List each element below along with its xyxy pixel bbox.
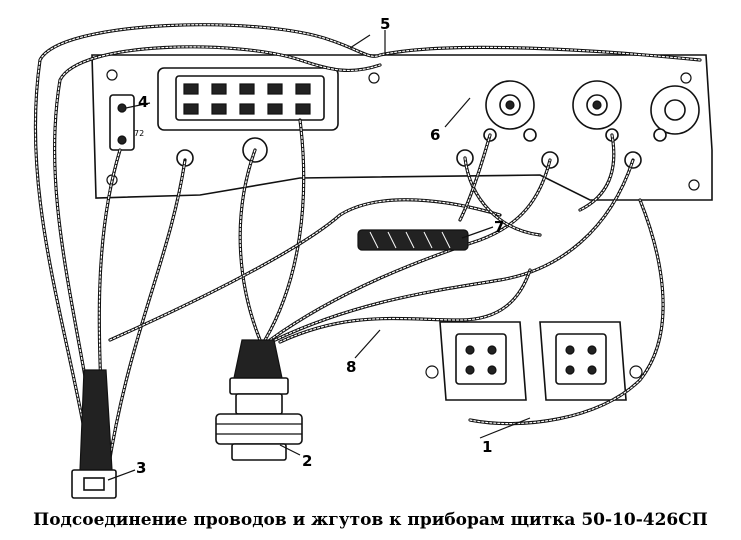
callout-6: 6	[430, 126, 440, 144]
callout-7: 7	[494, 218, 504, 236]
harness-end-terminal	[71, 369, 117, 499]
relay-block-right	[539, 321, 643, 401]
callout-5: 5	[380, 15, 390, 33]
callout-2: 2	[302, 452, 312, 470]
panel-mounting-hole	[106, 69, 118, 81]
callout-4: 4	[138, 93, 148, 111]
wiring-diagram: 72	[33, 15, 713, 499]
leader-lines	[107, 30, 531, 481]
gauge-right	[650, 85, 700, 135]
callout-1: 1	[482, 438, 492, 456]
panel-mounting-hole	[368, 72, 380, 84]
terminal-mark-72: 72	[134, 129, 144, 138]
switch-block	[157, 67, 339, 131]
harness-sheath	[357, 229, 469, 251]
panel-mounting-hole	[688, 179, 700, 191]
figure-caption: Подсоединение проводов и жгутов к прибор…	[33, 510, 708, 530]
callout-3: 3	[136, 459, 146, 477]
relay-block-left	[425, 321, 527, 401]
wiring-harness	[33, 23, 702, 477]
callout-8: 8	[346, 358, 356, 376]
gauge-left	[485, 80, 535, 130]
toggle-switch: 72	[109, 94, 144, 151]
panel-mounting-hole	[680, 72, 692, 84]
plug-connector	[215, 339, 303, 461]
gauge-middle	[572, 80, 622, 130]
